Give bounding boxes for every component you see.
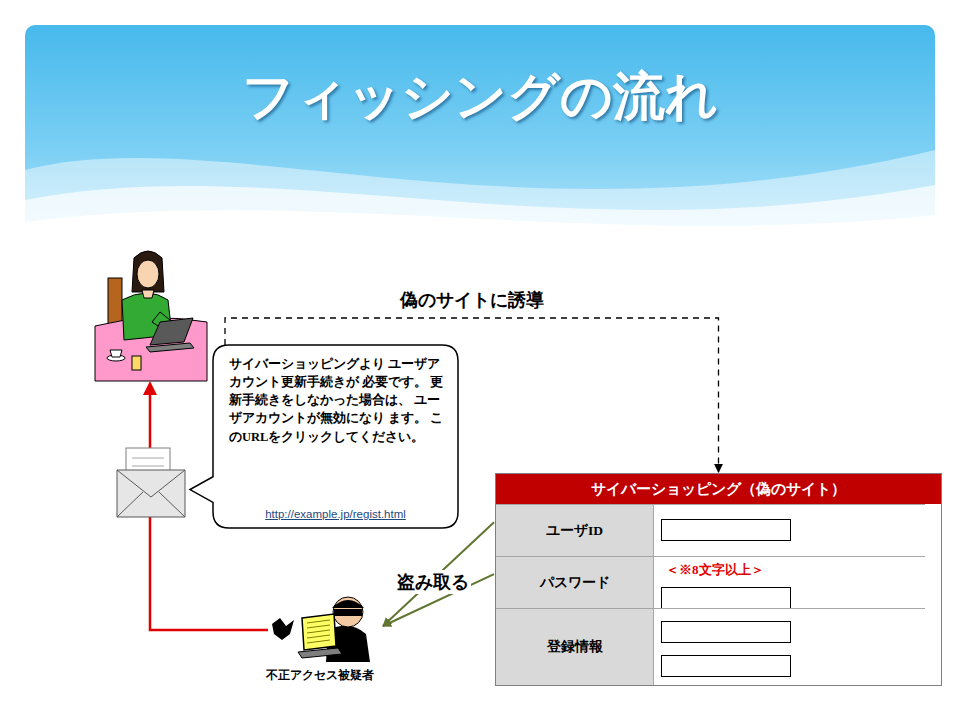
woman-at-laptop <box>95 251 207 381</box>
face <box>137 260 159 288</box>
actor-name: 不正アクセス被疑者 <box>259 668 381 683</box>
hair <box>132 251 164 292</box>
mail-message: サイバーショッピングより ユーザアカウント更新手続きが 必要です。 更新手続きを… <box>213 345 458 446</box>
theft-arrow <box>383 574 494 626</box>
screen-line <box>307 635 330 638</box>
wave <box>25 150 935 245</box>
neck <box>142 290 154 298</box>
input-field <box>661 655 791 677</box>
screen-line <box>307 620 330 623</box>
screen-line <box>307 640 330 643</box>
input-field <box>661 587 791 609</box>
malware-imp <box>272 618 294 640</box>
field-name: ユーザID <box>496 505 654 556</box>
laptop-base <box>146 343 194 352</box>
wave <box>25 210 935 245</box>
field-name: パスワード <box>496 557 654 608</box>
edge-label: 偽のサイトに誘導 <box>397 288 547 312</box>
input-field <box>661 621 791 643</box>
red-arrowhead <box>143 381 157 395</box>
laptop <box>150 318 193 345</box>
suspect-glasses <box>334 609 362 616</box>
lure-arrow <box>225 318 719 472</box>
envelope <box>117 470 185 517</box>
screen-line <box>307 625 330 628</box>
envelope-flap <box>117 470 185 497</box>
speech-bubble: サイバーショッピングより ユーザアカウント更新手続きが 必要です。 更新手続きを… <box>213 345 458 528</box>
steal-label: 盗み取る <box>395 570 471 594</box>
form-row: 登録情報 <box>496 608 925 685</box>
envelope-icon <box>117 448 185 517</box>
fake-site-panel: ユーザIDパスワード登録情報 サイバーショッピング（偽のサイト） <box>496 474 941 685</box>
wave <box>25 185 935 245</box>
input-field <box>661 519 791 541</box>
slide-title: フィッシングの流れ <box>0 62 960 132</box>
theft-arrow <box>383 522 494 626</box>
field-name: 登録情報 <box>496 609 654 685</box>
suspect-laptop-base <box>298 648 342 658</box>
suspect-illustration <box>262 590 378 664</box>
screen-line <box>307 630 330 633</box>
letter-line <box>132 458 164 459</box>
mail-url: http://example.jp/regist.html <box>213 508 458 528</box>
suspect-head <box>333 597 363 627</box>
form-row: パスワード <box>496 556 925 608</box>
suspect-laptop-screen <box>302 614 336 650</box>
panel-header: サイバーショッピング（偽のサイト） <box>496 474 941 504</box>
suspect-figure: 不正アクセス被疑者 <box>259 590 381 688</box>
bubble-outline <box>190 345 458 528</box>
suspect-body <box>326 626 370 662</box>
bubble-outline <box>213 345 458 528</box>
cup <box>110 350 122 357</box>
letter-line <box>132 466 164 467</box>
form-row: ユーザID <box>496 504 925 556</box>
suspect-hair <box>332 600 364 608</box>
password-note: ＜※8文字以上＞ <box>664 561 766 579</box>
stand <box>132 356 141 370</box>
envelope-fold <box>117 492 185 517</box>
header-band <box>25 25 935 245</box>
